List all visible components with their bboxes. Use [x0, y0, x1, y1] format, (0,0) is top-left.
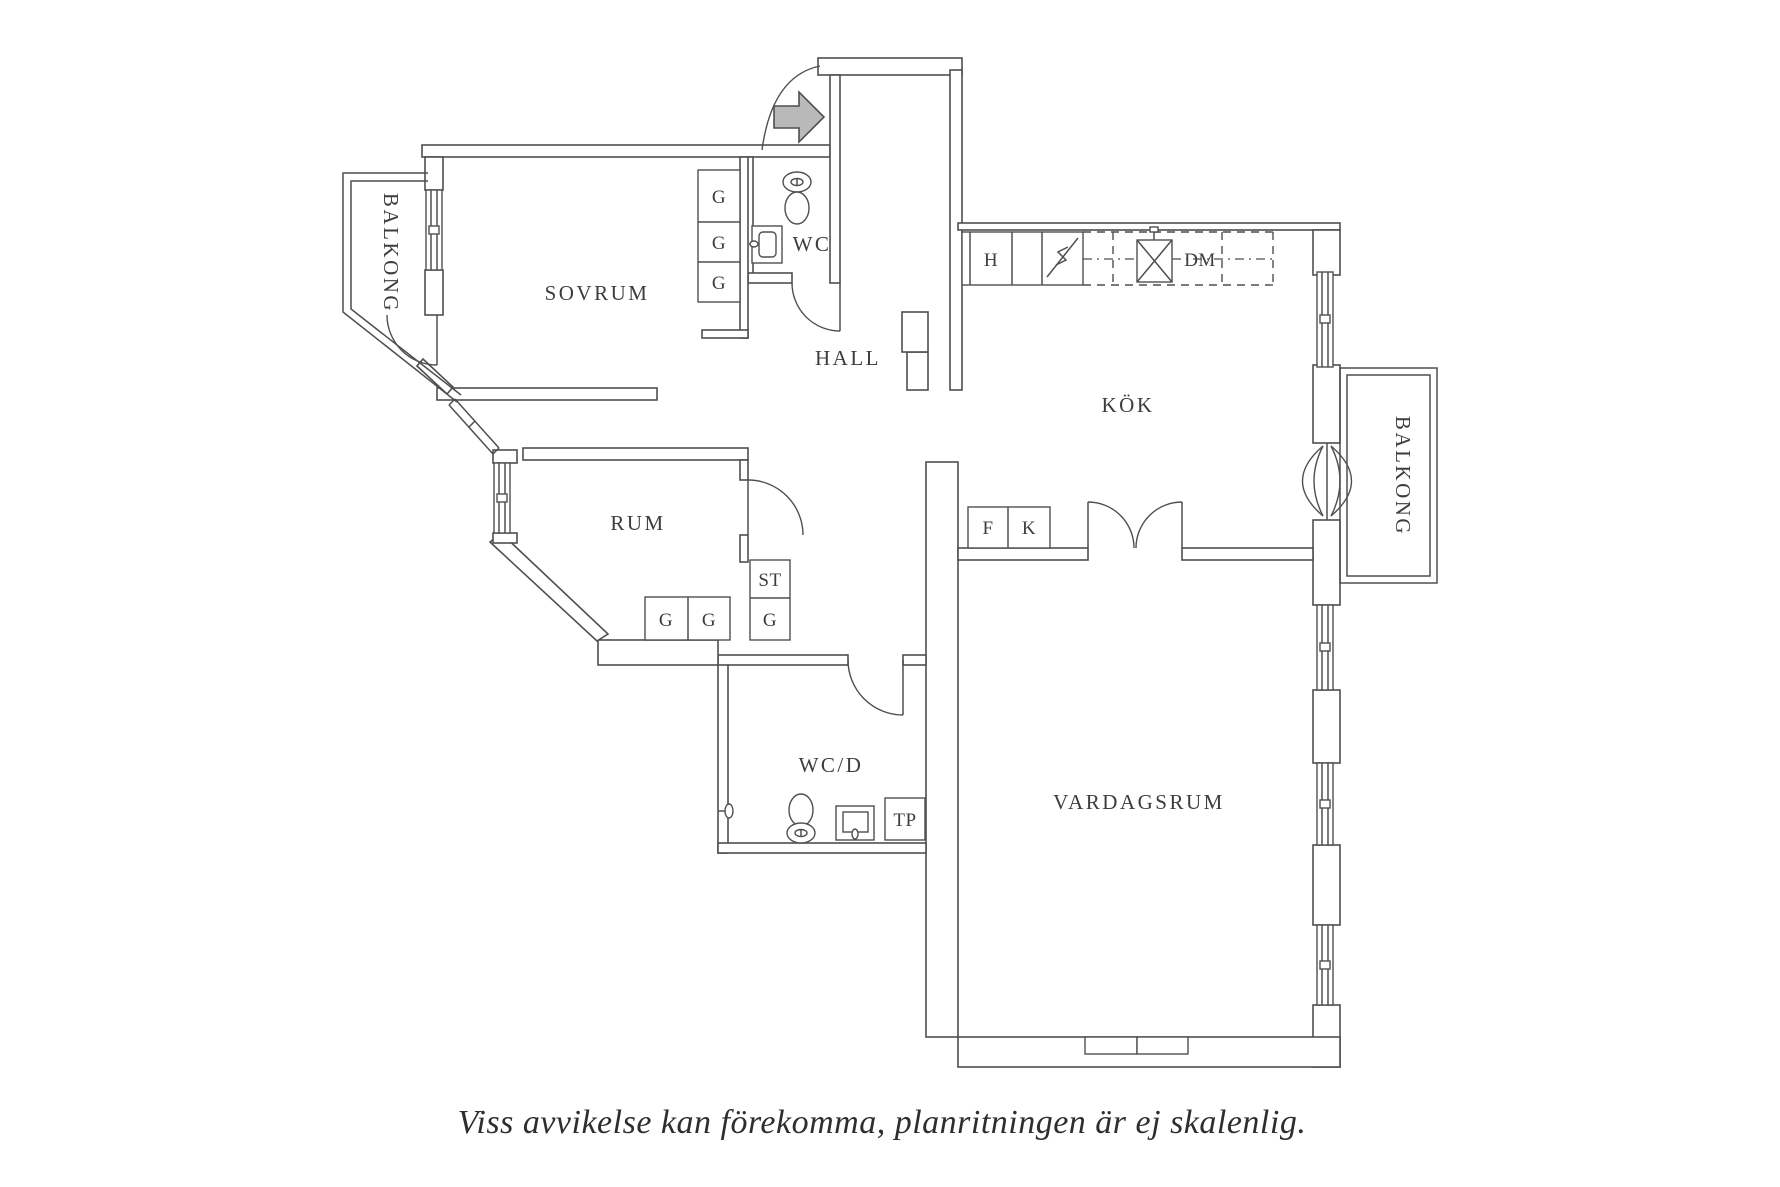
window-vardagsrum-2	[1316, 762, 1334, 846]
kok-vardagsrum-opening	[1087, 501, 1183, 549]
walls	[415, 57, 1341, 1068]
windows	[425, 189, 1334, 1006]
closet-column-st	[749, 559, 791, 641]
disclaimer-caption: Viss avvikelse kan förekomma, planritnin…	[458, 1104, 1307, 1141]
label-garderob-2: G	[712, 233, 726, 254]
label-kyl: K	[1022, 518, 1036, 539]
room-label-wc: WC	[793, 232, 832, 256]
wc-toilet-icon	[782, 171, 812, 225]
window-rum-angled	[448, 398, 500, 455]
room-label-hall: HALL	[815, 346, 881, 370]
window-vardagsrum-3	[1316, 924, 1334, 1006]
room-label-wcd: WC/D	[799, 753, 864, 777]
wc-door	[791, 282, 841, 332]
wcd-door	[847, 659, 904, 716]
radiator	[1084, 1036, 1189, 1055]
room-label-balkong-right: BALKONG	[1391, 416, 1415, 536]
label-diskmaskin: DM	[1184, 250, 1216, 271]
stove-icon	[1046, 237, 1079, 278]
label-stadskap: ST	[758, 570, 781, 591]
balcony-left-outline	[342, 172, 462, 403]
laundry-box	[884, 797, 926, 841]
wcd-toilet-icon	[786, 793, 816, 844]
room-label-vardagsrum: VARDAGSRUM	[1053, 790, 1225, 814]
labels: SOVRUM WC HALL KÖK RUM VARDAGSRUM WC/D B…	[379, 187, 1415, 831]
label-garderob-3: G	[712, 273, 726, 294]
label-tvattpelare: TP	[893, 810, 916, 831]
label-hylla: H	[984, 250, 998, 271]
closet-row-rum	[644, 596, 731, 641]
room-label-balkong-left: BALKONG	[379, 193, 403, 313]
label-garderob-4: G	[659, 610, 673, 631]
room-label-rum: RUM	[610, 511, 665, 535]
window-kok	[1316, 271, 1334, 368]
closet-column-sovrum	[697, 169, 741, 303]
label-garderob-5: G	[702, 610, 716, 631]
shower-icon	[718, 803, 734, 819]
entry-door	[761, 65, 826, 151]
rum-door	[747, 479, 804, 536]
window-rum	[493, 462, 511, 534]
window-sovrum	[425, 189, 443, 271]
label-garderob-6: G	[763, 610, 777, 631]
window-vardagsrum-1	[1316, 604, 1334, 691]
doors	[386, 65, 1353, 716]
kitchen-counter	[961, 226, 1274, 286]
sovrum-balcony-door	[386, 314, 438, 366]
fixtures	[644, 169, 1274, 1055]
balcony-right-outline	[1339, 367, 1438, 584]
fridge-freezer-cabinets	[967, 506, 1051, 549]
room-label-sovrum: SOVRUM	[545, 281, 650, 305]
balcony-french-doors	[1301, 443, 1353, 520]
kitchen-sink-icon	[1136, 226, 1173, 283]
room-label-kok: KÖK	[1102, 393, 1155, 417]
wcd-sink-icon	[835, 805, 875, 841]
entry-arrow-icon	[773, 90, 826, 144]
wc-sink-icon	[749, 225, 783, 264]
label-frys: F	[982, 518, 993, 539]
label-garderob-1: G	[712, 187, 726, 208]
